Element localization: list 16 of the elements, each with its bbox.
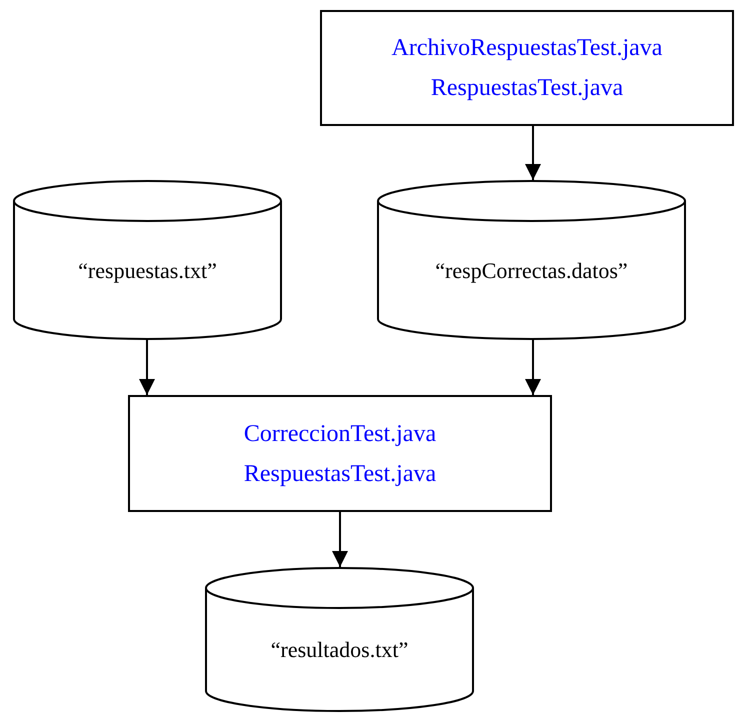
data-file-name: “resultados.txt” bbox=[270, 636, 408, 664]
data-store-cylinder bbox=[205, 567, 474, 712]
data-store-cylinder bbox=[377, 180, 686, 340]
data-file-name: “respuestas.txt” bbox=[78, 256, 217, 285]
file-name: ArchivoRespuestasTest.java bbox=[392, 34, 662, 63]
arrow bbox=[139, 340, 155, 395]
data-file-name: “respCorrectas.datos” bbox=[435, 256, 628, 285]
file-name: CorreccionTest.java bbox=[244, 420, 436, 448]
arrow bbox=[525, 340, 541, 395]
process-box bbox=[128, 395, 552, 512]
data-store-cylinder bbox=[13, 180, 282, 340]
file-name: RespuestasTest.java bbox=[244, 460, 436, 488]
file-name: RespuestasTest.java bbox=[430, 74, 624, 103]
arrow bbox=[332, 512, 348, 567]
arrow bbox=[525, 126, 541, 180]
process-box bbox=[320, 10, 734, 126]
